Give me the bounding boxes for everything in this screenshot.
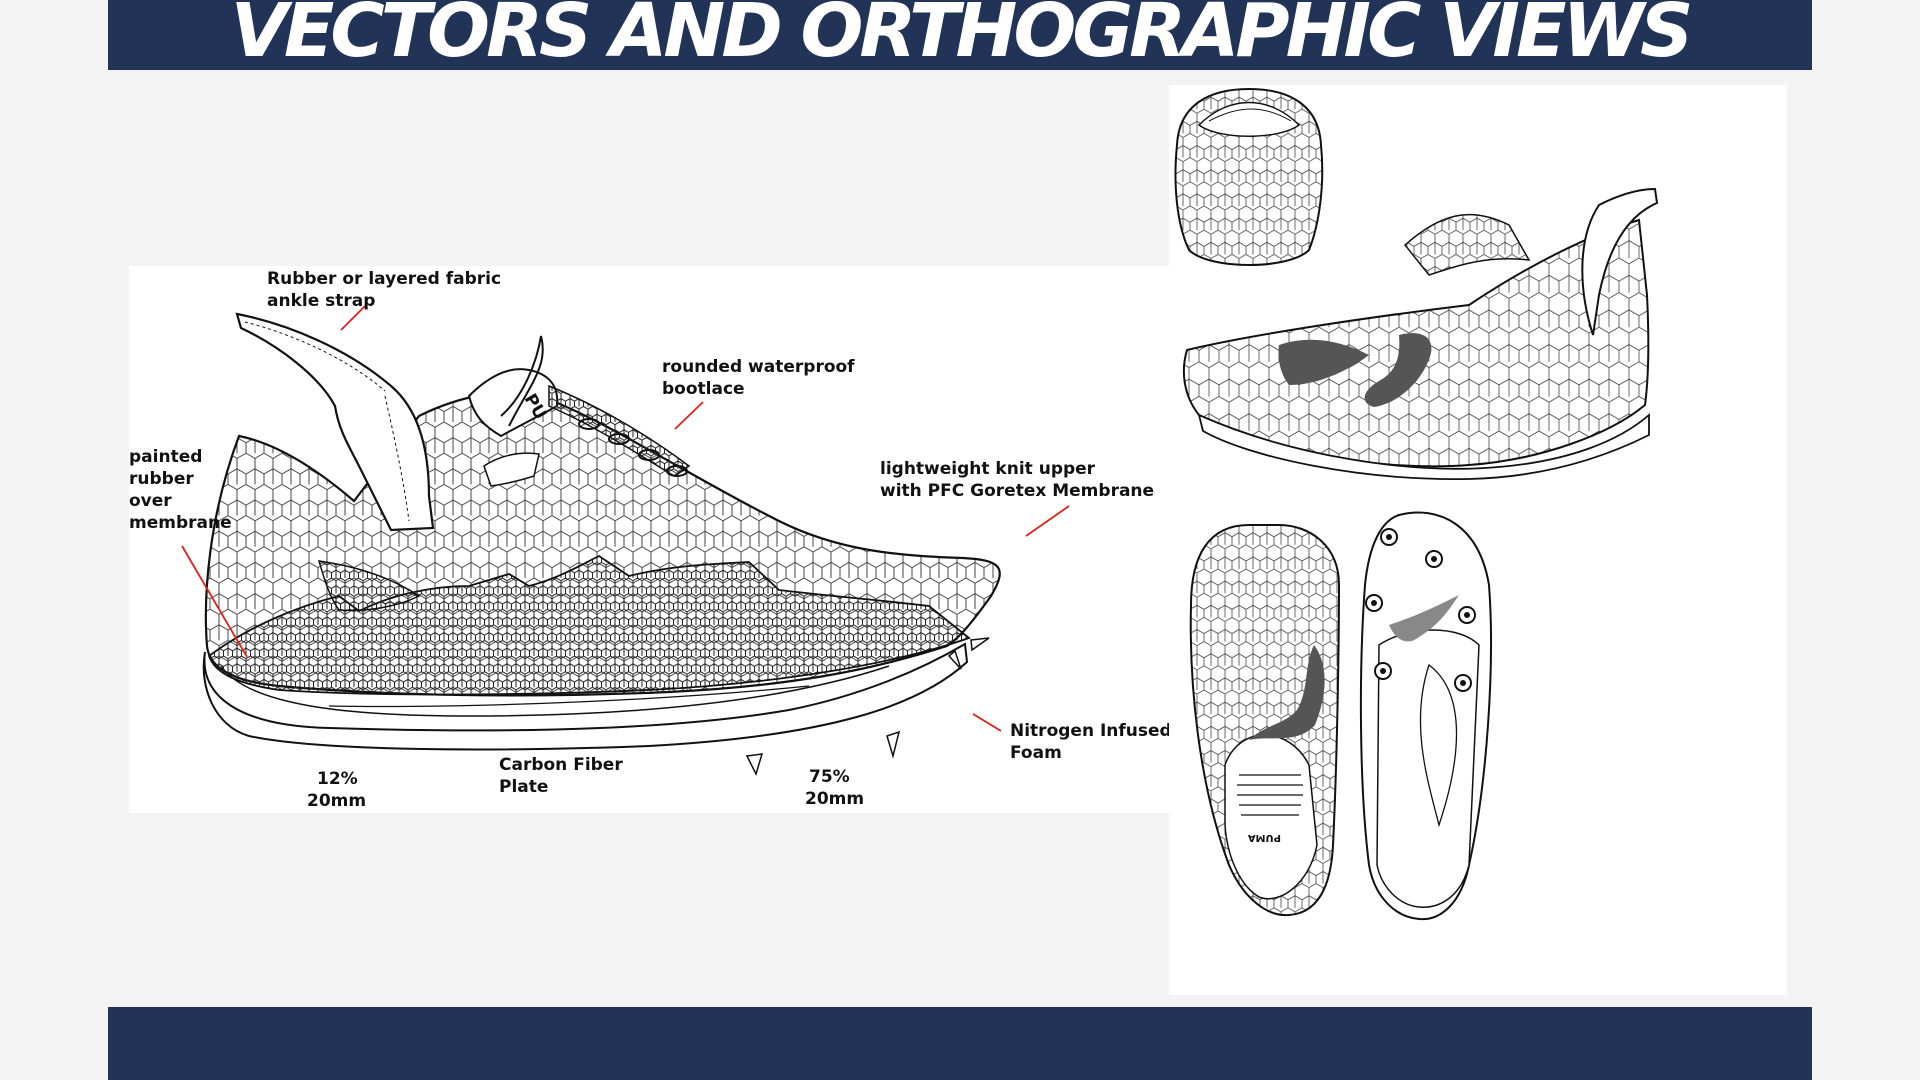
spike — [970, 637, 990, 652]
spike — [886, 730, 901, 759]
label-heel-percent: 12% — [317, 769, 358, 789]
label-plate-1: Carbon Fiber — [499, 755, 623, 775]
page-title: VECTORS AND ORTHOGRAPHIC VIEWS — [230, 0, 1694, 70]
svg-text:75% 20mm: 75% 20mm — [805, 767, 864, 809]
orthographic-drawing: PUMA — [1174, 87, 1659, 921]
label-knit-upper-2: with PFC Goretex Membrane — [880, 481, 1154, 501]
three-quarter-view — [1182, 187, 1659, 480]
bottom-view — [1359, 511, 1492, 921]
side-view-drawing: PU Rubber or layered fabric ankle strap — [129, 269, 1169, 811]
svg-text:12% 20mm: 12% 20mm — [307, 769, 366, 811]
label-painted-2: rubber — [129, 469, 194, 489]
label-plate-2: Plate — [499, 777, 548, 797]
svg-text:Rubber or layered fabric: Rubber or layered fabric ankle strap — [267, 269, 507, 311]
label-ankle-strap-1: Rubber or layered fabric — [267, 269, 501, 289]
title-banner: VECTORS AND ORTHOGRAPHIC VIEWS — [108, 0, 1812, 70]
cat-logo-icon — [1389, 595, 1459, 642]
label-heel-mm: 20mm — [307, 791, 366, 811]
label-fore-percent: 75% — [809, 767, 850, 787]
ankle-strap — [235, 312, 435, 532]
label-painted-4: membrane — [129, 513, 232, 533]
spike — [745, 753, 764, 777]
footer-banner — [108, 1007, 1812, 1080]
svg-text:painted rubber ove: painted rubber over membrane — [129, 447, 232, 533]
cat-logo-icon — [1249, 645, 1325, 740]
label-bootlace-2: bootlace — [662, 379, 745, 399]
side-view-panel: PU Rubber or layered fabric ankle strap — [129, 266, 1169, 813]
spike — [947, 649, 962, 670]
svg-text:Carbon Fiber Plate: Carbon Fiber Plate — [499, 755, 629, 797]
top-view: PUMA — [1189, 524, 1341, 917]
label-foam-1: Nitrogen Infused — [1010, 721, 1169, 741]
label-painted-3: over — [129, 491, 172, 511]
svg-text:rounded waterproof bootl: rounded waterproof bootlace — [662, 357, 861, 399]
label-knit-upper-1: lightweight knit upper — [880, 459, 1096, 479]
label-ankle-strap-2: ankle strap — [267, 291, 375, 311]
svg-text:lightweight knit upper w: lightweight knit upper with PFC Goretex … — [880, 459, 1154, 501]
orthographic-panel: PUMA — [1169, 85, 1787, 995]
label-fore-mm: 20mm — [805, 789, 864, 809]
back-view — [1174, 87, 1324, 266]
leader-lines — [181, 305, 1070, 732]
laces — [500, 335, 688, 477]
outsole — [202, 642, 969, 751]
label-bootlace-1: rounded waterproof — [662, 357, 855, 377]
label-foam-2: Foam — [1010, 743, 1062, 763]
cat-logo-icon — [1278, 333, 1432, 407]
brand-mark-top: PUMA — [1248, 832, 1281, 843]
label-painted-1: painted — [129, 447, 202, 467]
svg-text:Nitrogen Infused Foam: Nitrogen Infused Foam — [1010, 721, 1169, 763]
